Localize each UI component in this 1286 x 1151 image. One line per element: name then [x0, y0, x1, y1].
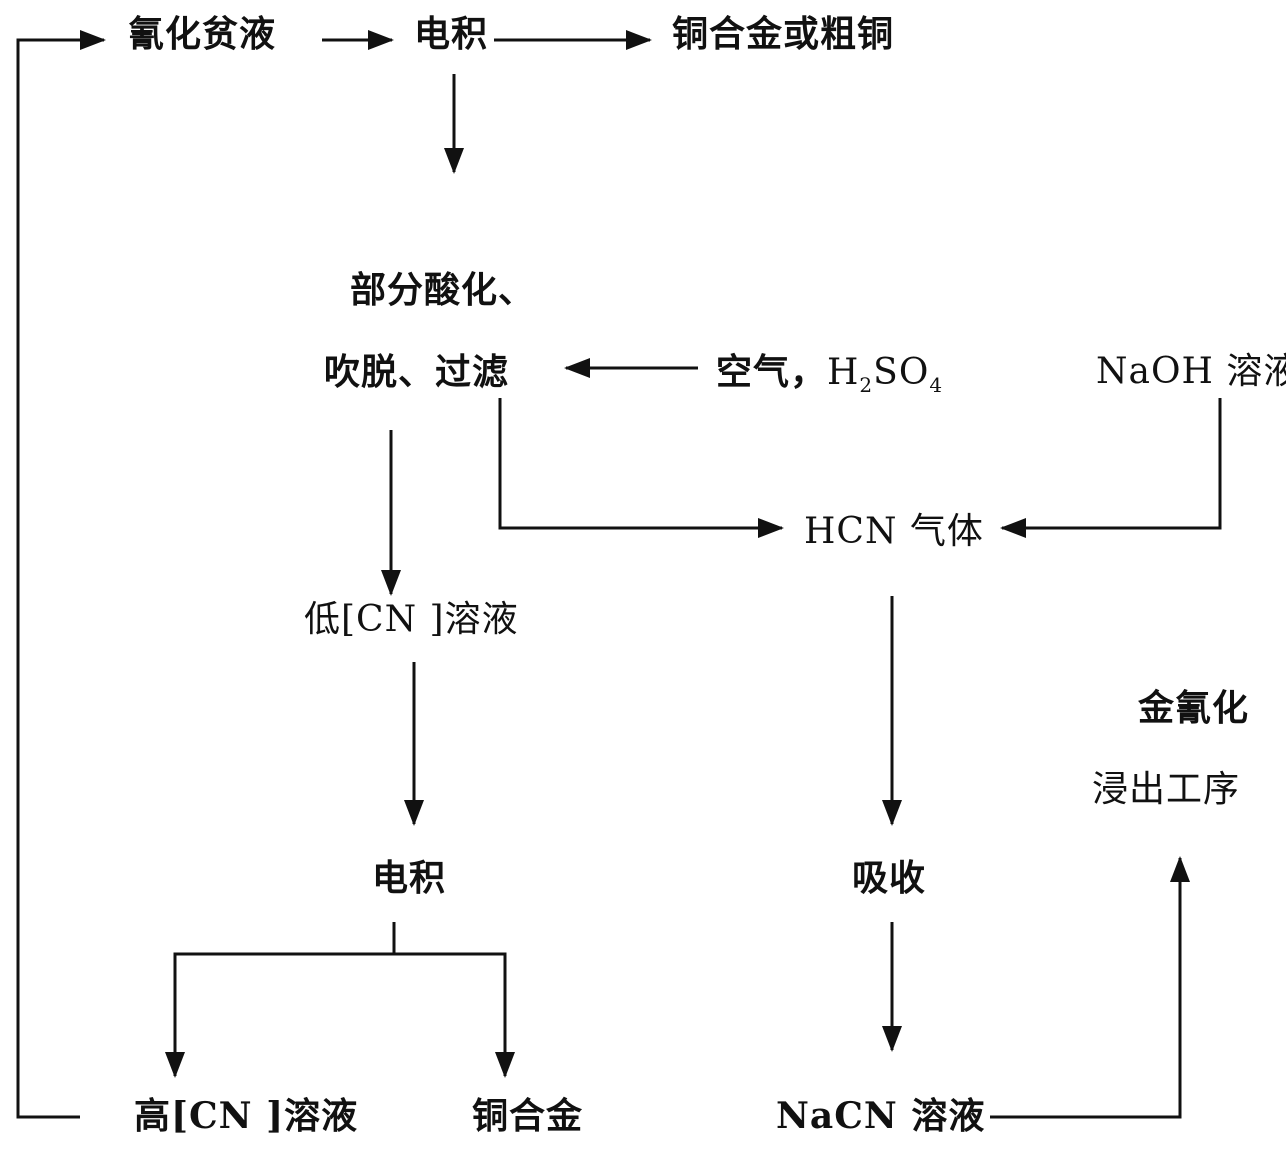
- node-electrowinning-bottom: 电积: [372, 857, 447, 899]
- arrow-acidify-to-hcn: [498, 398, 784, 538]
- node-absorption: 吸收: [852, 857, 927, 899]
- node-gold-leaching-line2: 浸出工序: [1092, 769, 1241, 810]
- node-nacn-solution: NaCN 溶液: [776, 1095, 986, 1137]
- air-acid-h: H: [827, 352, 860, 393]
- node-copper-alloy: 铜合金: [472, 1095, 584, 1137]
- node-copper-alloy-or-crude-copper: 铜合金或粗铜: [672, 13, 895, 55]
- arrow-split-to-high-cn: [165, 952, 394, 1078]
- air-acid-so: SO: [873, 352, 930, 393]
- node-hcn-gas: HCN 气体: [804, 511, 984, 552]
- node-partial-acidification-line2: 吹脱、过滤: [324, 351, 510, 393]
- node-low-cn-solution: 低[CN ]溶液: [304, 599, 519, 640]
- air-acid-prefix: 空气，: [716, 351, 828, 393]
- node-high-cn-solution: 高[CN ]溶液: [134, 1095, 359, 1137]
- node-gold-cyanidation-line1: 金氰化: [1138, 687, 1250, 729]
- arrow-split-to-copper-alloy: [394, 952, 515, 1078]
- arrow-nacn-to-gold-leach: [990, 856, 1190, 1119]
- node-partial-acidification-line1: 部分酸化、: [350, 269, 536, 311]
- air-acid-sub4: 4: [929, 373, 944, 398]
- node-air-sulfuric-acid: 空气，H2SO4: [716, 350, 943, 395]
- arrow-naoh-to-hcn: [1000, 398, 1222, 538]
- node-naoh-solution: NaOH 溶液: [1096, 351, 1286, 392]
- air-acid-sub2: 2: [859, 373, 874, 398]
- node-electrowinning-top: 电积: [414, 13, 489, 55]
- node-cyanide-barren-solution: 氰化贫液: [128, 13, 277, 55]
- recycle-loop-line: [16, 30, 106, 1119]
